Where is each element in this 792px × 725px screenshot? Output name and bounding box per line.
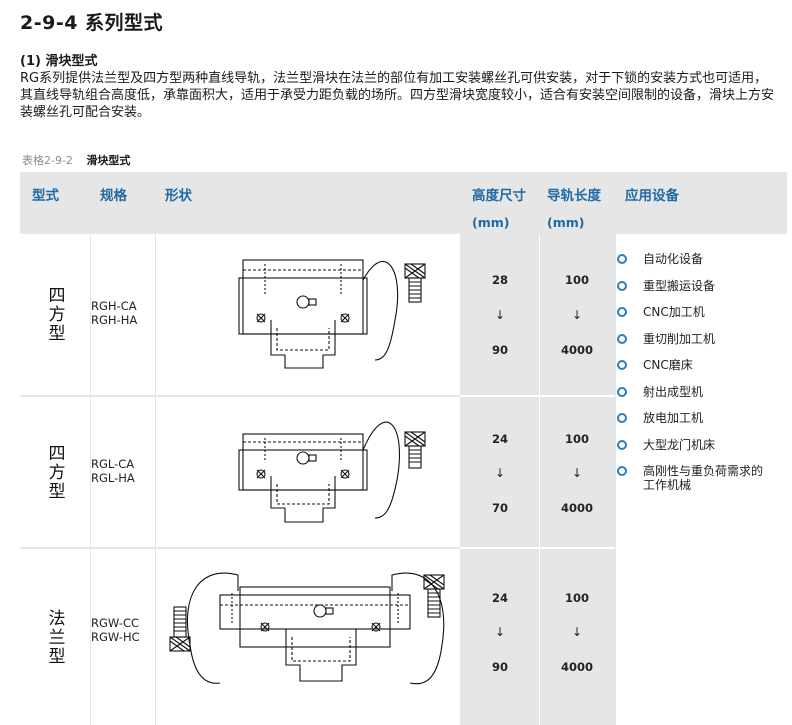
header-rail-length: 导轨长度 [547, 188, 601, 204]
row2-spec-2: RGL-HA [91, 471, 135, 485]
row3-type-label: 法兰型 [44, 608, 65, 666]
header-type: 型式 [32, 188, 59, 204]
table-caption: 表格2-9-2 滑块型式 [22, 152, 130, 168]
header-height-unit: (mm) [472, 215, 510, 230]
row3-rail-min: 100 [564, 591, 589, 605]
row2-height-arrow: ↓ [494, 466, 506, 480]
row1-rail-arrow: ↓ [571, 308, 583, 322]
table-caption-number: 表格2-9-2 [22, 154, 73, 167]
row3-height-min: 24 [491, 591, 508, 605]
row1-spec-1: RGH-CA [91, 299, 137, 313]
application-item: 自动化设备 [617, 252, 773, 266]
divider-spec-shape [155, 234, 156, 725]
row2-rail-arrow: ↓ [571, 466, 583, 480]
row1-type-cell [20, 234, 90, 395]
application-item: 重型搬运设备 [617, 279, 773, 293]
bullet-circle-icon [617, 413, 627, 423]
bullet-circle-icon [617, 334, 627, 344]
table-header: 型式 规格 形状 高度尺寸 (mm) 导轨长度 (mm) 应用设备 [20, 172, 787, 230]
application-item: 放电加工机 [617, 411, 773, 425]
rail-column-bg [540, 234, 615, 725]
row1-rail-min: 100 [564, 273, 589, 287]
slider-type-table: 型式 规格 形状 高度尺寸 (mm) 导轨长度 (mm) 应用设备 四方型 RG… [20, 172, 787, 725]
row2-rail-min: 100 [564, 432, 589, 446]
row-separator-2 [460, 547, 615, 549]
row2-type-cell [20, 397, 90, 547]
row2-height-max: 70 [491, 501, 508, 515]
row1-height-max: 90 [491, 343, 508, 357]
application-item: CNC加工机 [617, 305, 773, 319]
header-spec: 规格 [100, 188, 127, 204]
row1-height-min: 28 [491, 273, 508, 287]
row2-height-min: 24 [491, 432, 508, 446]
rgl-block-drawing [238, 421, 426, 523]
row3-rail-arrow: ↓ [571, 625, 583, 639]
bullet-circle-icon [617, 254, 627, 264]
rgw-block-drawing [169, 572, 445, 685]
row1-spec-2: RGH-HA [91, 313, 138, 327]
bullet-circle-icon [617, 360, 627, 370]
row2-type-label: 四方型 [44, 443, 65, 501]
rgh-block-drawing [238, 259, 426, 369]
row2-spec-1: RGL-CA [91, 457, 135, 471]
section-title: (1) 滑块型式 [20, 54, 98, 69]
bullet-circle-icon [617, 440, 627, 450]
application-item: 射出成型机 [617, 385, 773, 399]
application-item: 重切削加工机 [617, 332, 773, 346]
row2-rail-max: 4000 [560, 501, 593, 515]
header-height: 高度尺寸 [472, 188, 526, 204]
row3-rail-max: 4000 [560, 660, 593, 674]
application-item: 大型龙门机床 [617, 438, 773, 452]
header-applications: 应用设备 [625, 188, 679, 204]
page-title: 2-9-4 系列型式 [20, 12, 164, 34]
table-caption-name: 滑块型式 [86, 154, 131, 167]
divider-height-rail [539, 234, 540, 725]
row3-type-cell [20, 549, 90, 725]
row3-height-arrow: ↓ [494, 625, 506, 639]
row3-spec-1: RGW-CC [91, 616, 140, 630]
bullet-circle-icon [617, 466, 627, 476]
header-rail-unit: (mm) [547, 215, 585, 230]
row2-spec: RGL-CA RGL-HA [91, 457, 155, 485]
row3-height-max: 90 [491, 660, 508, 674]
bullet-circle-icon [617, 307, 627, 317]
row1-rail-max: 4000 [560, 343, 593, 357]
applications-cell [616, 234, 787, 725]
row3-spec-2: RGW-HC [91, 630, 140, 644]
header-shape: 形状 [165, 188, 192, 204]
height-column-bg [460, 234, 539, 725]
intro-paragraph: RG系列提供法兰型及四方型两种直线导轨，法兰型滑块在法兰的部位有加工安装螺丝孔可… [20, 71, 775, 120]
application-item: 高刚性与重负荷需求的工作机械 [617, 464, 767, 492]
row3-spec: RGW-CC RGW-HC [91, 616, 155, 644]
row1-type-label: 四方型 [44, 286, 65, 343]
application-item: CNC磨床 [617, 358, 773, 372]
bullet-circle-icon [617, 387, 627, 397]
row1-height-arrow: ↓ [494, 308, 506, 322]
row-separator-1 [460, 395, 615, 397]
row1-spec: RGH-CA RGH-HA [91, 299, 155, 327]
bullet-circle-icon [617, 281, 627, 291]
